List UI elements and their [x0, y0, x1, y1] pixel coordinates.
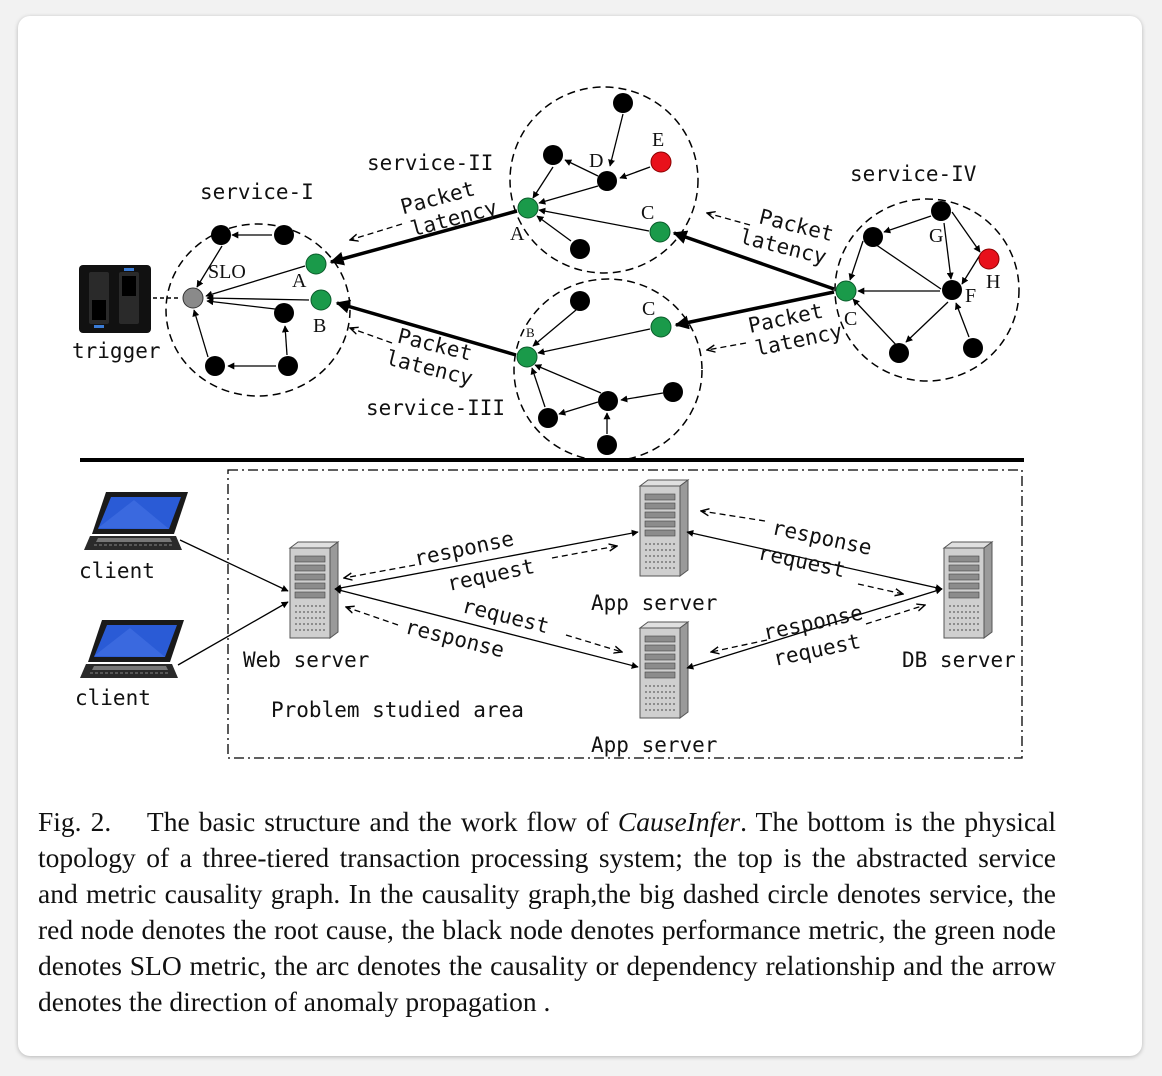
- s2-metric-node-d: [597, 171, 617, 191]
- s4-metric-node: [963, 338, 983, 358]
- client-1-label: client: [79, 559, 155, 583]
- s3-metric-node: [597, 435, 617, 455]
- caption-prefix: Fig. 2.: [38, 806, 112, 837]
- s2-label-c: C: [641, 202, 654, 224]
- service-4-label: service-IV: [850, 162, 977, 186]
- s1-metric-node: [205, 356, 225, 376]
- s4-label-g: G: [929, 225, 943, 247]
- s1-slo-node-a: [305, 253, 327, 275]
- s1-metric-node: [274, 303, 294, 323]
- s3-slo-node-c: [650, 316, 672, 338]
- s2-label-a: A: [510, 223, 525, 245]
- s3-metric-node: [538, 408, 558, 428]
- packet-latency-label-4: Packet latency: [746, 299, 845, 361]
- s1-metric-node: [278, 356, 298, 376]
- slo-node: [182, 287, 204, 309]
- client-1-laptop-icon: [83, 491, 189, 551]
- s3-label-c: C: [642, 298, 655, 320]
- packet-latency-label-1: Packet latency: [398, 176, 500, 241]
- s3-slo-node-b: [516, 346, 538, 368]
- s2-slo-node-a: [517, 197, 539, 219]
- service-3-circle: [513, 278, 703, 462]
- s4-slo-node-c: [835, 280, 857, 302]
- service-2-label: service-II: [367, 151, 493, 175]
- s4-metric-node-g: [931, 201, 951, 221]
- s2-metric-node: [570, 239, 590, 259]
- s3-label-b: B: [526, 325, 535, 340]
- caption-system-name: CauseInfer: [617, 806, 741, 837]
- db-server-icon: [943, 541, 993, 639]
- dependency-s4-to-s3: [674, 290, 835, 330]
- s1-metric-node: [211, 225, 231, 245]
- s3-metric-node: [663, 382, 683, 402]
- s2-label-d: D: [589, 150, 603, 172]
- s4-label-h: H: [986, 271, 1000, 293]
- slo-label: SLO: [208, 261, 246, 283]
- causeinfer-figure: trigger service-I service-II service-III…: [72, 86, 1024, 759]
- s2-root-cause-node-e: [650, 151, 672, 173]
- s4-metric-node: [889, 343, 909, 363]
- trigger-icon: [79, 265, 151, 333]
- figure-caption: Fig. 2. The basic structure and the work…: [38, 804, 1056, 1020]
- app-server-1-label: App server: [591, 591, 717, 615]
- s2-label-e: E: [652, 129, 664, 151]
- service-4-circle: [834, 198, 1020, 382]
- service-2-circle: [509, 86, 699, 274]
- dependency-s3-to-s1: [335, 299, 517, 357]
- caption-text-1: The basic structure and the work flow of: [146, 806, 618, 837]
- problem-area-label: Problem studied area: [271, 698, 524, 722]
- s4-label-c: C: [844, 308, 857, 330]
- problem-area-box: [227, 469, 1023, 759]
- app-server-2-icon: [639, 621, 689, 719]
- s3-metric-node: [598, 391, 618, 411]
- app-server-2-label: App server: [591, 733, 717, 757]
- s1-slo-node-b: [310, 289, 332, 311]
- web-server-label: Web server: [243, 648, 369, 672]
- s4-root-cause-node-h: [978, 248, 1000, 270]
- packet-latency-label-2: Packet latency: [384, 324, 476, 391]
- client-2-laptop-icon: [79, 619, 185, 679]
- db-server-label: DB server: [902, 648, 1016, 672]
- dependency-s2-to-s1: [329, 209, 518, 266]
- s1-label-a: A: [292, 270, 307, 292]
- dependency-s4-to-s2: [672, 230, 835, 291]
- s4-metric-node-f: [942, 280, 962, 300]
- s2-slo-node-c: [649, 221, 671, 243]
- s3-metric-node: [570, 291, 590, 311]
- service-1-label: service-I: [200, 180, 314, 204]
- s4-metric-node: [863, 227, 883, 247]
- s1-metric-node: [274, 225, 294, 245]
- web-server-icon: [289, 541, 339, 639]
- client-2-label: client: [75, 686, 151, 710]
- app-server-1-icon: [639, 479, 689, 577]
- caption-text-2: . The bottom is the physical topology of…: [38, 806, 1056, 1017]
- s2-metric-node: [543, 145, 563, 165]
- trigger-label: trigger: [72, 339, 161, 363]
- s4-label-f: F: [965, 285, 976, 307]
- service-3-label: service-III: [366, 396, 505, 420]
- s1-label-b: B: [313, 315, 326, 337]
- s2-metric-node: [613, 93, 633, 113]
